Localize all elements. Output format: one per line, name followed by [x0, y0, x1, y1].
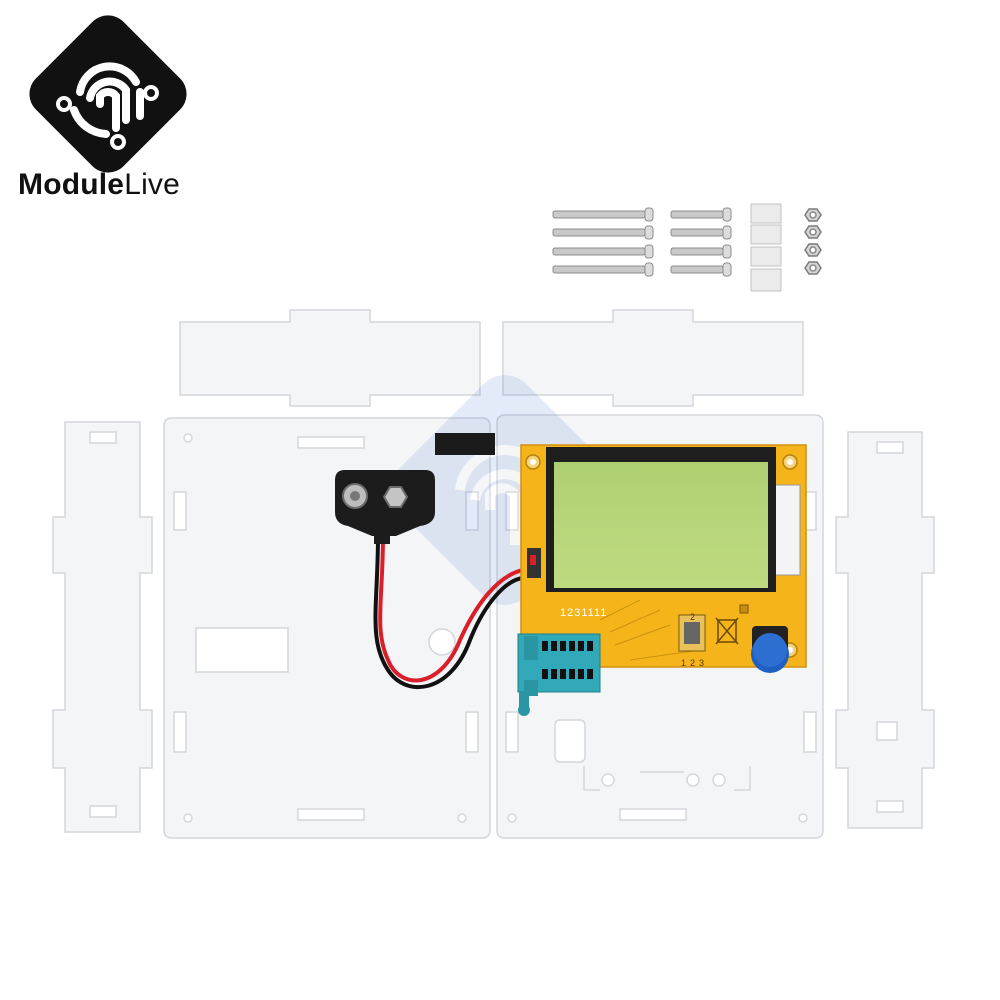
zif-lever-knob [518, 704, 530, 716]
top-side-panel-left [179, 309, 481, 407]
long-screws [552, 207, 654, 277]
test-pin-number: 2 [690, 658, 695, 668]
modulelive-logo-icon [29, 15, 187, 173]
battery-snap-terminal [382, 486, 409, 508]
side-panel-right [835, 431, 935, 829]
brand-name: ModuleLive [18, 168, 180, 202]
nylon-spacers [750, 203, 782, 292]
silkscreen-pin-labels: 1231111 [560, 607, 607, 619]
hex-nuts [804, 208, 822, 275]
short-screws [670, 207, 732, 277]
brand-name-bold: Module [18, 168, 125, 201]
brand-name-light: Live [124, 168, 181, 201]
top-side-panel-right [502, 309, 804, 407]
side-panel-left [52, 421, 153, 833]
test-pin-number: 1 [681, 658, 686, 668]
test-pin-number: 2 [690, 612, 695, 622]
zif-lever [519, 692, 529, 708]
test-pin-number: 3 [699, 658, 704, 668]
